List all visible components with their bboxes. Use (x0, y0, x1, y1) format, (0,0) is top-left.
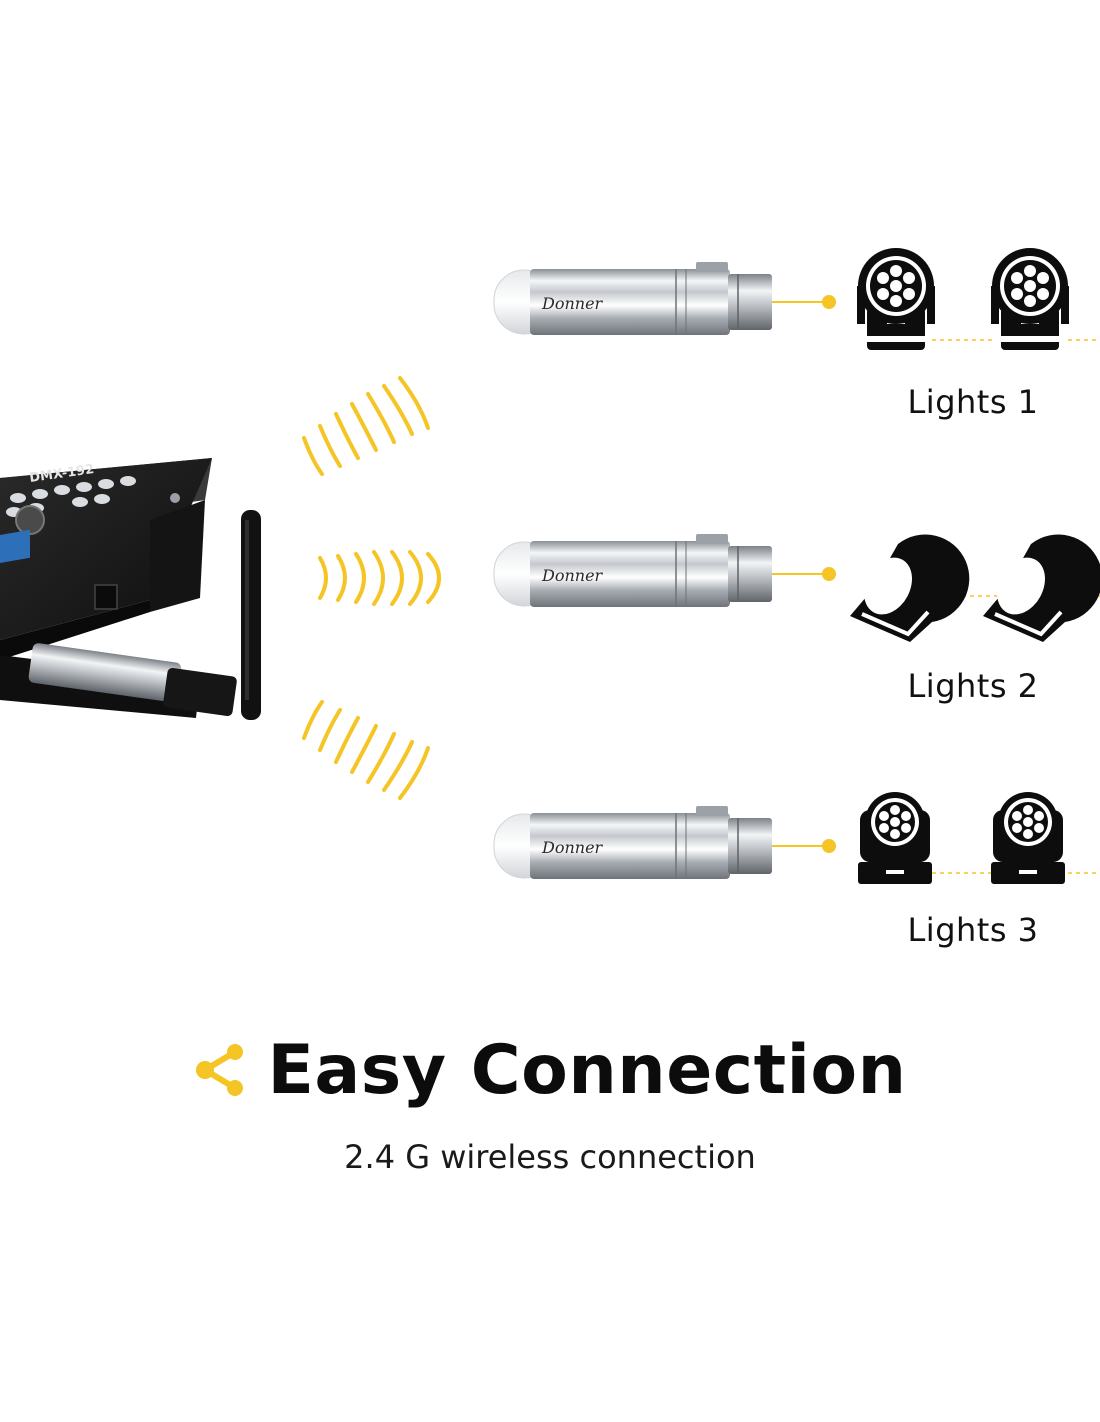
led-moving-head-icon (857, 248, 935, 350)
lights-3-label: Lights 3 (907, 911, 1039, 949)
connection-dot (822, 567, 836, 581)
receiver-dongle: Donner (493, 806, 836, 879)
receiver-dongle: Donner (493, 262, 836, 335)
light-group-2 (850, 534, 1100, 642)
lights-2-label: Lights 2 (907, 667, 1039, 705)
wave-group-bottom (302, 700, 430, 800)
receiver-brand-label: Donner (541, 294, 604, 313)
receiver-brand-label: Donner (541, 838, 604, 857)
power-switch (94, 584, 118, 610)
receiver-dongle: Donner (493, 534, 836, 607)
subtitle: 2.4 G wireless connection (344, 1138, 756, 1176)
connection-dot (822, 295, 836, 309)
wave-group-top (302, 376, 430, 476)
led-moving-head-icon (991, 248, 1069, 350)
receiver-brand-label: Donner (541, 566, 604, 585)
dmx-controller: DMX-192 (0, 458, 212, 660)
receiver-body (530, 269, 730, 335)
receiver-body (530, 541, 730, 607)
par-can-icon (850, 534, 970, 642)
receiver-body (530, 813, 730, 879)
par-can-icon (983, 534, 1100, 642)
wave-group-middle (318, 550, 441, 606)
lights-1-label: Lights 1 (907, 383, 1039, 421)
light-group-3 (858, 792, 1100, 884)
antenna-icon (241, 510, 261, 720)
page-title: Easy Connection (267, 1030, 907, 1110)
console-screen (0, 529, 30, 563)
share-icon (196, 1044, 244, 1096)
connection-dot (822, 839, 836, 853)
xlr-connector (728, 546, 772, 602)
xlr-connector (728, 274, 772, 330)
title-row: Easy Connection (0, 1025, 1100, 1115)
wireless-waves (302, 376, 441, 800)
transmitter (0, 510, 261, 720)
wash-moving-head-icon (858, 792, 932, 884)
wash-moving-head-icon (991, 792, 1065, 884)
xlr-connector (728, 818, 772, 874)
light-group-1 (857, 248, 1100, 350)
